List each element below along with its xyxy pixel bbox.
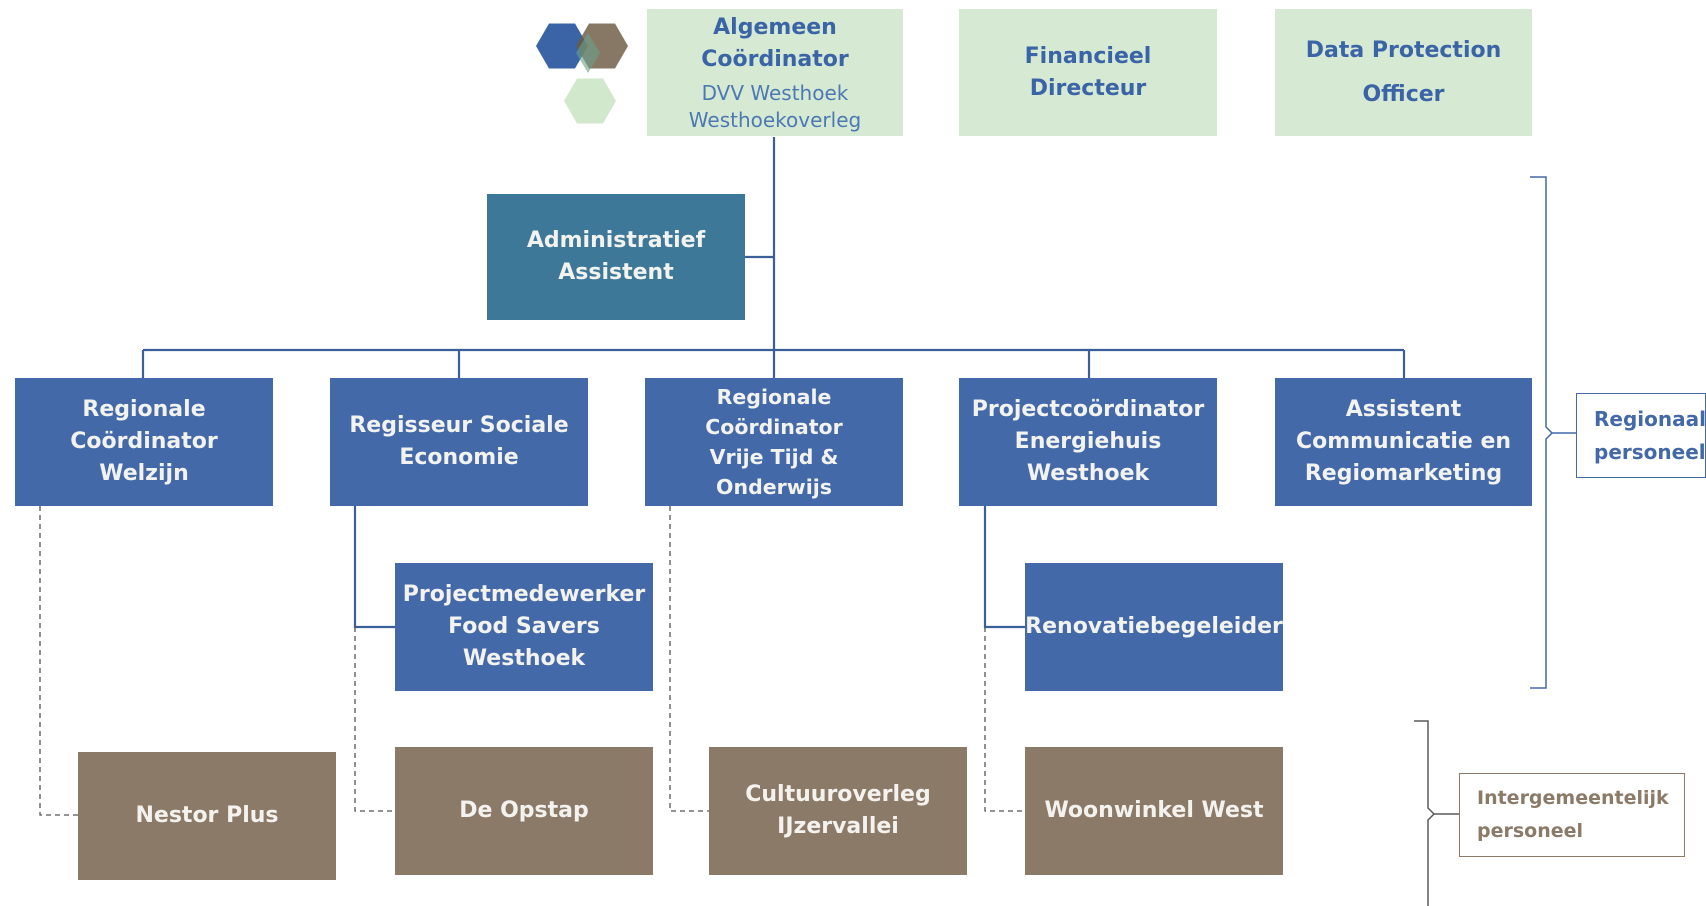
food-savers-label: Projectmedewerker Food Savers Westhoek (402, 582, 646, 671)
data-protection-officer-label: Data Protection Officer (1305, 37, 1502, 107)
de-opstap-box: De Opstap (395, 747, 653, 875)
food-savers-box: Projectmedewerker Food Savers Westhoek (395, 563, 653, 691)
financial-director-label: Financieel Directeur (1024, 43, 1152, 101)
regional-staff-label: Regionale Coördinator Welzijn (70, 397, 218, 486)
general-coordinator-title: Algemeen Coördinator (701, 14, 849, 72)
regional-staff-label: Assistent Communicatie en Regiomarketing (1295, 397, 1512, 486)
general-coordinator-subtitle: DVV Westhoek Westhoekoverleg (688, 80, 862, 132)
intermunicipal-label: De Opstap (459, 798, 589, 823)
cultuur-dashed-link (669, 506, 710, 812)
communication-assistant-box: Assistent Communicatie en Regiomarketing (1275, 378, 1532, 506)
social-economy-director-box: Regisseur Sociale Economie (330, 378, 588, 506)
opstap-dashed-link (354, 627, 395, 812)
regional-bracket (1530, 176, 1554, 689)
intermunicipal-staff-legend-text: Intergemeentelijk personeel (1477, 787, 1669, 842)
energy-house-coordinator-box: Projectcoördinator Energiehuis Westhoek (959, 378, 1217, 506)
leisure-education-coordinator-box: Regionale Coördinator Vrije Tijd & Onder… (645, 378, 903, 506)
regional-staff-legend-text: Regionaal personeel (1594, 406, 1706, 464)
nestor-plus-box: Nestor Plus (78, 752, 336, 880)
regional-staff-label: Regisseur Sociale Economie (349, 413, 569, 470)
renovation-guide-label: Renovatiebegeleider (1025, 614, 1283, 639)
renovation-connector (983, 506, 1025, 629)
nestor-dashed-link (39, 506, 78, 816)
admin-assistant-box: Administratief Assistent (487, 194, 745, 320)
data-protection-officer-box: Data Protection Officer (1275, 9, 1532, 136)
woonwinkel-dashed-link (984, 627, 1025, 812)
general-coordinator-box: Algemeen Coördinator DVV Westhoek Westho… (647, 9, 903, 136)
intermunicipal-label: Nestor Plus (135, 803, 279, 828)
intermunicipal-bracket (1414, 720, 1436, 906)
admin-assistant-label: Administratief Assistent (526, 228, 706, 285)
intermunicipal-label: Cultuuroverleg IJzervallei (745, 782, 931, 839)
intermunicipal-staff-legend: Intergemeentelijk personeel (1459, 773, 1685, 857)
regional-staff-legend: Regionaal personeel (1576, 393, 1706, 478)
financial-director-box: Financieel Directeur (959, 9, 1217, 136)
cultuuroverleg-box: Cultuuroverleg IJzervallei (709, 747, 967, 875)
woonwinkel-west-box: Woonwinkel West (1025, 747, 1283, 875)
renovation-guide-box: Renovatiebegeleider (1025, 563, 1283, 691)
food-savers-connector (353, 506, 395, 629)
regional-welfare-coordinator-box: Regionale Coördinator Welzijn (15, 378, 273, 506)
intermunicipal-label: Woonwinkel West (1044, 798, 1264, 823)
regional-staff-label: Regionale Coördinator Vrije Tijd & Onder… (705, 385, 843, 499)
regional-staff-label: Projectcoördinator Energiehuis Westhoek (971, 397, 1205, 486)
hexagon-logo-icon (536, 23, 628, 124)
